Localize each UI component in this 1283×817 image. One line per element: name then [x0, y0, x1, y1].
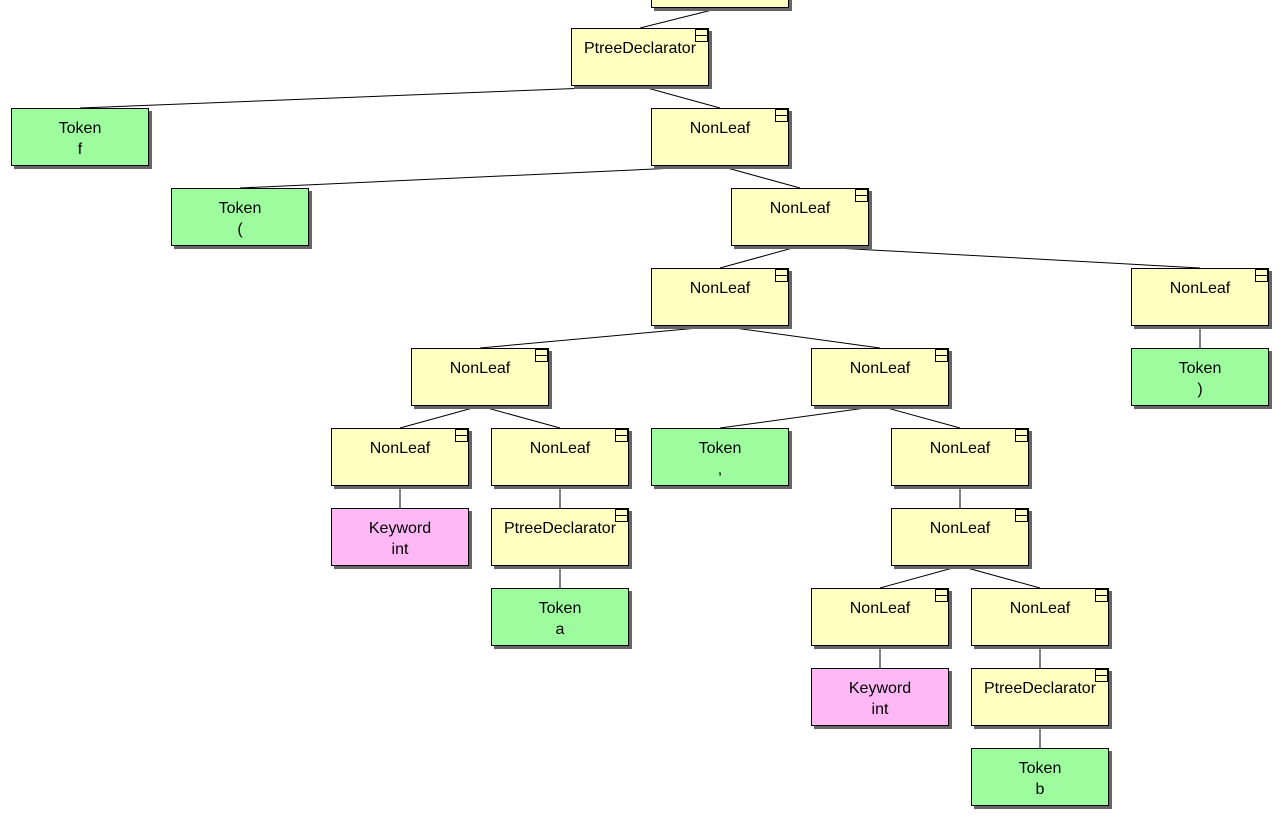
- node-label: NonLeaf: [929, 440, 991, 457]
- tree-edge: [399, 405, 481, 429]
- node-label: NonLeaf: [689, 120, 751, 137]
- token-node[interactable]: Token (: [171, 188, 309, 246]
- collapse-icon[interactable]: [535, 349, 548, 362]
- node-label: NonLeaf: [449, 360, 511, 377]
- nonleaf-node[interactable]: NonLeaf: [891, 508, 1029, 566]
- ptree-declarator-node[interactable]: PtreeDeclarator: [571, 28, 709, 86]
- collapse-icon[interactable]: [855, 189, 868, 202]
- node-label: PtreeDeclarator: [583, 40, 697, 57]
- tree-edge: [639, 7, 721, 29]
- node-value: ,: [717, 461, 723, 478]
- collapse-icon[interactable]: [1015, 429, 1028, 442]
- collapse-icon[interactable]: [1255, 269, 1268, 282]
- tree-edge: [479, 405, 561, 429]
- collapse-icon[interactable]: [615, 509, 628, 522]
- node-label: NonLeaf: [849, 360, 911, 377]
- collapse-icon[interactable]: [775, 269, 788, 282]
- collapse-icon[interactable]: [695, 29, 708, 42]
- tree-edge: [79, 85, 641, 109]
- nonleaf-node[interactable]: NonLeaf: [331, 428, 469, 486]
- tree-edge: [239, 165, 721, 189]
- ptree-declarator-node[interactable]: PtreeDeclarator: [491, 508, 629, 566]
- node-label: NonLeaf: [529, 440, 591, 457]
- nonleaf-node[interactable]: NonLeaf: [811, 588, 949, 646]
- token-node[interactable]: Token,: [651, 428, 789, 486]
- node-label: Token: [538, 600, 582, 617]
- token-node[interactable]: Token b: [971, 748, 1109, 806]
- nonleaf-node[interactable]: NonLeaf: [1131, 268, 1269, 326]
- nonleaf-node[interactable]: NonLeaf: [731, 188, 869, 246]
- tree-edge: [799, 245, 1201, 269]
- collapse-icon[interactable]: [615, 429, 628, 442]
- collapse-icon[interactable]: [455, 429, 468, 442]
- node-label: Keyword: [848, 680, 912, 697]
- token-node[interactable]: Token f: [11, 108, 149, 166]
- node-value: b: [1035, 781, 1045, 798]
- tree-edge: [719, 325, 881, 349]
- nonleaf-node[interactable]: NonLeaf: [971, 588, 1109, 646]
- node-label: Token: [218, 200, 262, 217]
- node-label: PtreeDeclarator: [983, 680, 1097, 697]
- tree-edge: [719, 405, 881, 429]
- node-label: Token: [698, 440, 742, 457]
- collapse-icon[interactable]: [935, 349, 948, 362]
- ptree-declarator-node[interactable]: PtreeDeclarator: [971, 668, 1109, 726]
- node-value: int: [391, 541, 409, 558]
- node-label: NonLeaf: [1009, 600, 1071, 617]
- collapse-icon[interactable]: [1095, 669, 1108, 682]
- collapse-icon[interactable]: [1015, 509, 1028, 522]
- node-label: NonLeaf: [769, 200, 831, 217]
- nonleaf-node[interactable]: NonLeaf: [491, 428, 629, 486]
- node-value: ): [1197, 381, 1203, 398]
- tree-edge: [879, 565, 961, 589]
- keyword-node[interactable]: Keyword int: [331, 508, 469, 566]
- nonleaf-node[interactable]: NonLeaf: [411, 348, 549, 406]
- node-label: NonLeaf: [689, 280, 751, 297]
- nonleaf-node[interactable]: NonLeaf: [811, 348, 949, 406]
- collapse-icon[interactable]: [935, 589, 948, 602]
- keyword-node[interactable]: Keyword int: [811, 668, 949, 726]
- tree-edge: [719, 165, 801, 189]
- tree-edge: [959, 565, 1041, 589]
- node-label: NonLeaf: [849, 600, 911, 617]
- token-node[interactable]: Token): [1131, 348, 1269, 406]
- tree-edge: [639, 85, 721, 109]
- node-label: Token: [1018, 760, 1062, 777]
- tree-edge: [719, 245, 801, 269]
- nonleaf-node[interactable]: NonLeaf: [651, 268, 789, 326]
- node-label: NonLeaf: [929, 520, 991, 537]
- node-label: NonLeaf: [1169, 280, 1231, 297]
- node-value: (: [237, 221, 243, 238]
- tree-edge: [479, 325, 721, 349]
- nonleaf-node[interactable]: NonLeaf: [651, 108, 789, 166]
- node-label: NonLeaf: [369, 440, 431, 457]
- nonleaf-node[interactable]: [651, 0, 789, 8]
- token-node[interactable]: Token a: [491, 588, 629, 646]
- nonleaf-node[interactable]: NonLeaf: [891, 428, 1029, 486]
- node-label: PtreeDeclarator: [503, 520, 617, 537]
- collapse-icon[interactable]: [775, 109, 788, 122]
- node-label: Token: [1178, 360, 1222, 377]
- node-value: f: [77, 141, 83, 158]
- collapse-icon[interactable]: [1095, 589, 1108, 602]
- node-value: int: [871, 701, 889, 718]
- node-label: Keyword: [368, 520, 432, 537]
- node-value: a: [555, 621, 565, 638]
- node-label: Token: [58, 120, 102, 137]
- tree-edge: [879, 405, 961, 429]
